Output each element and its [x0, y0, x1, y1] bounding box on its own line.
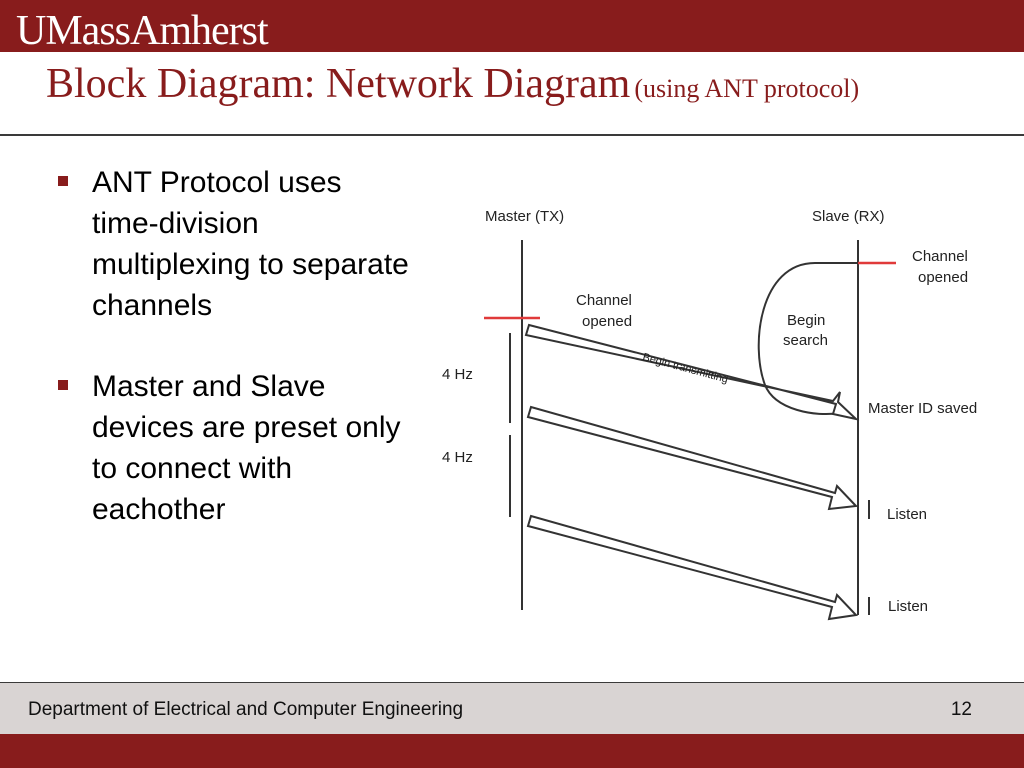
listen-label-2: Listen: [888, 598, 928, 615]
footer-department: Department of Electrical and Computer En…: [28, 699, 464, 720]
bullet-list: ANT Protocol uses time-division multiple…: [52, 162, 412, 570]
slave-channel-opened-line2: opened: [918, 269, 968, 286]
transmission-arrow-2: [526, 405, 859, 511]
master-id-saved-label: Master ID saved: [868, 400, 977, 417]
slide-title: Block Diagram: Network Diagram (using AN…: [46, 58, 859, 110]
slave-label: Slave (RX): [812, 208, 885, 225]
master-channel-opened-line1: Channel: [576, 292, 632, 309]
search-curve: [757, 262, 858, 416]
title-divider: [0, 134, 1024, 136]
bullet-item: Master and Slave devices are preset only…: [52, 366, 412, 530]
slave-channel-opened-line1: Channel: [912, 248, 968, 265]
transmission-arrow-3: [526, 514, 859, 621]
top-brand-bar: UMassAmherst: [0, 0, 1024, 52]
bullet-text: Master and Slave devices are preset only…: [92, 370, 401, 526]
listen-label-1: Listen: [887, 506, 927, 523]
title-main: Block Diagram: Network Diagram: [46, 61, 631, 107]
interval-label-2: 4 Hz: [442, 449, 473, 466]
begin-transmitting-label: Begin transmitting: [641, 351, 729, 385]
title-suffix: (using ANT protocol): [634, 74, 860, 103]
bullet-item: ANT Protocol uses time-division multiple…: [52, 162, 412, 326]
begin-search-line2: search: [783, 332, 828, 349]
square-bullet-icon: [58, 380, 68, 390]
begin-search-line1: Begin: [787, 312, 825, 329]
ant-network-diagram: Master (TX) Slave (RX) Channel opened Ch…: [442, 208, 977, 621]
transmission-arrow-1: [524, 323, 860, 421]
footer-bar: Department of Electrical and Computer En…: [0, 682, 1024, 734]
umass-logo: UMassAmherst: [16, 8, 269, 54]
bullet-text: ANT Protocol uses time-division multiple…: [92, 166, 409, 322]
bottom-brand-bar: [0, 734, 1024, 768]
interval-label-1: 4 Hz: [442, 366, 473, 383]
square-bullet-icon: [58, 176, 68, 186]
master-channel-opened-line2: opened: [582, 313, 632, 330]
page-number: 12: [950, 699, 972, 720]
master-label: Master (TX): [485, 208, 564, 225]
